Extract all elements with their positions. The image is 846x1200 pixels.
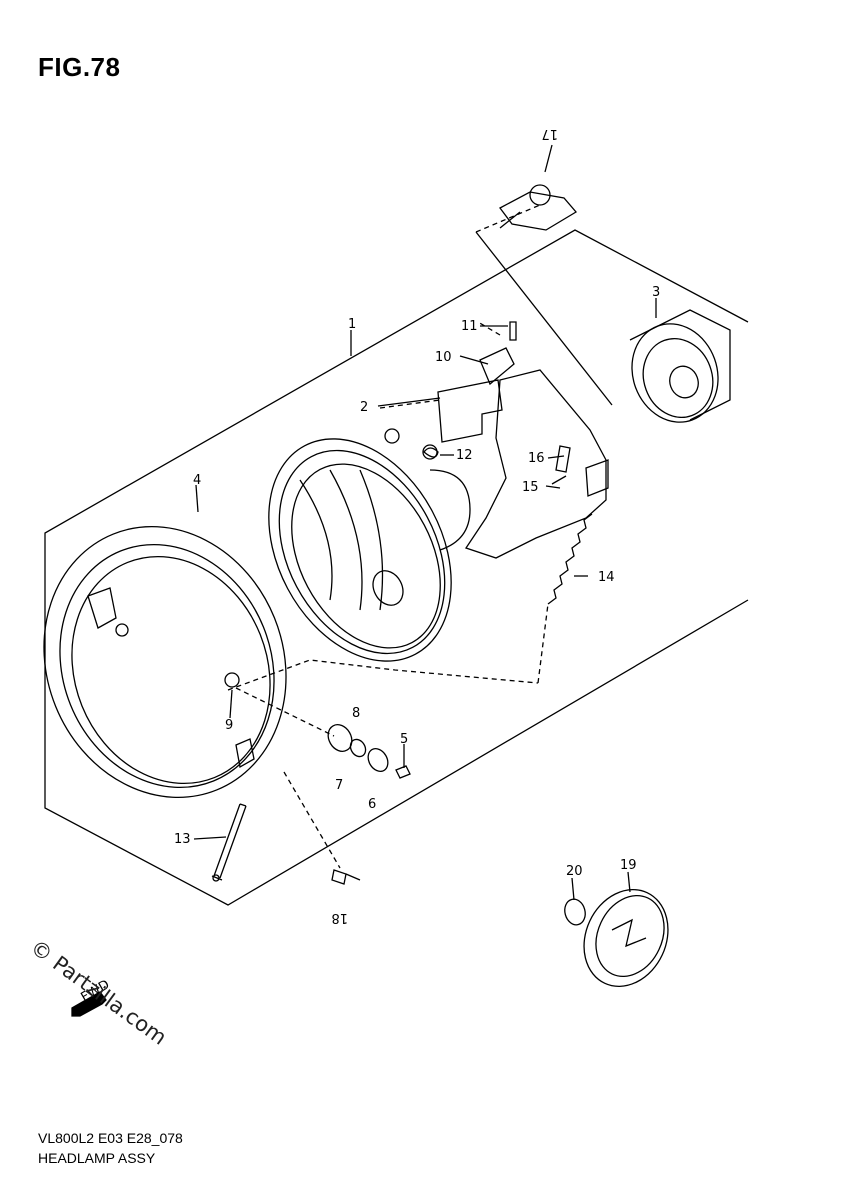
callout-10: 10 — [435, 350, 452, 365]
callout-13: 13 — [174, 832, 191, 847]
assembly-guides — [227, 321, 549, 869]
forward-arrow-icon — [71, 991, 107, 1017]
headlamp-bulb — [499, 184, 577, 231]
housing-cover — [629, 309, 731, 423]
figure-name: HEADLAMP ASSY — [38, 1150, 156, 1166]
headlamp-rim — [43, 525, 287, 799]
mounting-hardware — [327, 321, 517, 779]
adjuster-spring — [547, 513, 593, 605]
callout-16: 16 — [528, 451, 545, 466]
callout-9: 9 — [225, 718, 233, 733]
callout-15: 15 — [522, 480, 539, 495]
callout-11: 11 — [461, 319, 478, 334]
bulb-guide-line — [475, 231, 613, 406]
callout-19: 19 — [620, 858, 637, 873]
assembly-box-outline — [44, 229, 749, 906]
figure-title: FIG.78 — [38, 52, 121, 82]
figure-code: VL800L2 E03 E28_078 — [38, 1130, 183, 1146]
callout-4: 4 — [193, 473, 201, 488]
bracket-plate — [437, 379, 503, 443]
callout-20: 20 — [566, 864, 583, 879]
callout-8: 8 — [352, 706, 360, 721]
callout-18: 18 — [331, 910, 348, 925]
leader-lines — [193, 144, 657, 901]
callout-5: 5 — [400, 732, 408, 747]
callout-17: 17 — [541, 126, 558, 141]
callout-6: 6 — [368, 797, 376, 812]
cap-and-nut — [564, 888, 669, 988]
adjuster-screw — [211, 803, 247, 881]
mounting-bracket — [464, 347, 609, 559]
rim-screw — [331, 869, 361, 885]
headlamp-unit — [268, 428, 471, 662]
callout-7: 7 — [335, 778, 343, 793]
callout-3: 3 — [652, 285, 660, 300]
callout-12: 12 — [456, 448, 473, 463]
callout-14: 14 — [598, 570, 615, 585]
callout-2: 2 — [360, 400, 368, 415]
callout-1: 1 — [348, 317, 356, 332]
bulb-dashed-guide — [475, 204, 541, 233]
